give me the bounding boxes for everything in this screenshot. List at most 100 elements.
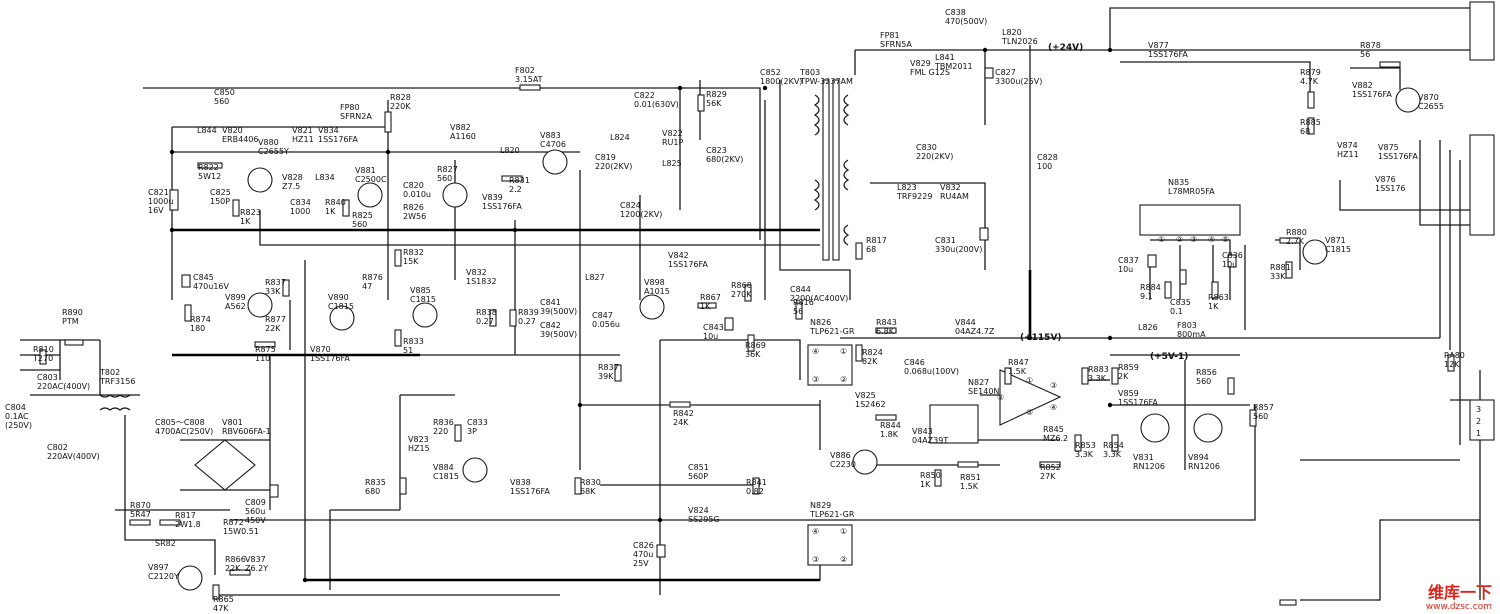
label-c830-1: 220(2KV): [916, 152, 953, 161]
label-r859-1: 2K: [1118, 372, 1129, 381]
label-r868-1: 270K: [731, 290, 752, 299]
ic-n827: [929, 404, 979, 444]
label-r869-0: R869: [745, 341, 766, 350]
label-n835-1: L78MR05FA: [1168, 187, 1215, 196]
label-v883-0: V883: [540, 131, 561, 140]
label-v870-0: V870: [1418, 93, 1439, 102]
label-r827-0: R827: [437, 165, 458, 174]
label-v824-1: SS295G: [688, 515, 720, 524]
label-r869-1: 36K: [745, 350, 761, 359]
label-v824-0: V824: [688, 506, 709, 515]
label-c835-1: 0.1: [1170, 307, 1183, 316]
label-l826-0: L826: [1138, 323, 1158, 332]
label-c845-1: 470u16V: [193, 282, 230, 291]
label-c837-1: 10u: [1118, 265, 1133, 274]
label-v870b-1: 1SS176FA: [310, 354, 350, 363]
label-c826-0: C826: [633, 541, 654, 550]
n826-pin-4: ④: [812, 347, 819, 356]
label-n829-0: N829: [810, 501, 831, 510]
label-r837b-1: 39K: [598, 372, 614, 381]
n835-pin-5: ⑤: [1222, 235, 1229, 244]
junction-dots: [169, 47, 1113, 583]
label-c837-0: C837: [1118, 256, 1139, 265]
label-t803-0: T803: [799, 68, 820, 77]
label-r840-1: 1K: [325, 207, 336, 216]
label-r883-1: 3.3K: [1088, 374, 1107, 383]
label-r835-0: R835: [365, 478, 386, 487]
label-r844-1: 1.8K: [880, 430, 899, 439]
label-r810-0: R810: [33, 345, 54, 354]
label-r856-1: 560: [1196, 377, 1211, 386]
label-r876-0: R876: [362, 273, 383, 282]
label-r829-0: R829: [706, 90, 727, 99]
label-l823-1: TRF9229: [896, 192, 932, 201]
label-c819-1: 220(2KV): [595, 162, 632, 171]
label-t802-1: TRF3156: [99, 377, 135, 386]
label-v834-1: 1SS176FA: [318, 135, 358, 144]
label-c823-1: 680(2KV): [706, 155, 743, 164]
label-n827-0: N827: [968, 378, 989, 387]
connector-pin-3: 3: [1476, 405, 1481, 414]
label-r854-1: 3.3K: [1103, 450, 1122, 459]
label-r827-1: 560: [437, 174, 452, 183]
label-fp81-1: SFRN5A: [880, 40, 912, 49]
label-v886-0: V886: [830, 451, 851, 460]
label-r836-0: R836: [433, 418, 454, 427]
label-c826-1: 470u: [633, 550, 653, 559]
label-r878-1: 56: [1360, 50, 1370, 59]
label-r884-0: R884: [1140, 283, 1161, 292]
label-c822-0: C822: [634, 91, 655, 100]
label-l824-0: L824: [610, 133, 630, 142]
label-v882-0: V882: [450, 123, 471, 132]
label-t802-0: T802: [99, 368, 120, 377]
label-v801-0: V801: [222, 418, 243, 427]
amp-pin-3: ③: [1050, 381, 1057, 390]
label-c834-1: 1000: [290, 207, 310, 216]
label-n827-1: SE140N: [968, 387, 999, 396]
label-c851-0: C851: [688, 463, 709, 472]
label-r832-1: 15K: [403, 257, 419, 266]
label-l841-0: L841: [935, 53, 955, 62]
label-v820-0: V820: [222, 126, 243, 135]
label-r817b-1: 2W1.8: [175, 520, 201, 529]
label-v874-1: HZ11: [1337, 150, 1359, 159]
label-r885-1: 68: [1300, 127, 1310, 136]
label-f803-0: F803: [1177, 321, 1197, 330]
label-c803-0: C803: [37, 373, 58, 382]
n835-pin-2: ②: [1176, 235, 1183, 244]
label-r817-1: 68: [866, 245, 876, 254]
label-ra80-1: 12K: [1444, 360, 1460, 369]
label-v874-0: V874: [1337, 141, 1358, 150]
label-l820-0: L820: [1002, 28, 1022, 37]
label-r841-1: 0.82: [746, 487, 764, 496]
connector-pin-2: 2: [1476, 417, 1481, 426]
label-v844-0: V844: [955, 318, 976, 327]
label-r854-0: R854: [1103, 441, 1124, 450]
bridge-rectifier-v801: [194, 439, 256, 491]
label-v821-0: V821: [292, 126, 313, 135]
label-c820-1: 0.010u: [403, 190, 431, 199]
amp-pin-4: ④: [1050, 403, 1057, 412]
label-r825-0: R825: [352, 211, 373, 220]
label-r832-0: R832: [403, 248, 424, 257]
label-f802-1: 3.15AT: [515, 75, 543, 84]
label-v870-1: C2655: [1418, 102, 1444, 111]
label-r857-1: 560: [1253, 412, 1268, 421]
label-r847-1: 1.5K: [1008, 367, 1027, 376]
label-r823-1: 1K: [240, 217, 251, 226]
label-c831-1: 330u(200V): [935, 245, 982, 254]
label-r853-0: R853: [1075, 441, 1096, 450]
label-v890-1: C1815: [328, 302, 354, 311]
label-c841-0: C841: [540, 298, 561, 307]
label-v843-0: V843: [912, 427, 933, 436]
label-r828-1: 220K: [390, 102, 411, 111]
label-r850-0: R850: [920, 471, 941, 480]
rail-5v-label: (+5V-1): [1150, 352, 1188, 362]
label-v898-1: A1015: [644, 287, 670, 296]
label-c850-0: C850: [214, 88, 235, 97]
label-r845-1: MZ6.2: [1043, 434, 1068, 443]
label-n829-1: TLP621-GR: [809, 510, 855, 519]
label-c828-1: 100: [1037, 162, 1052, 171]
label-v875-0: V875: [1378, 143, 1399, 152]
label-v883-1: C4706: [540, 140, 566, 149]
